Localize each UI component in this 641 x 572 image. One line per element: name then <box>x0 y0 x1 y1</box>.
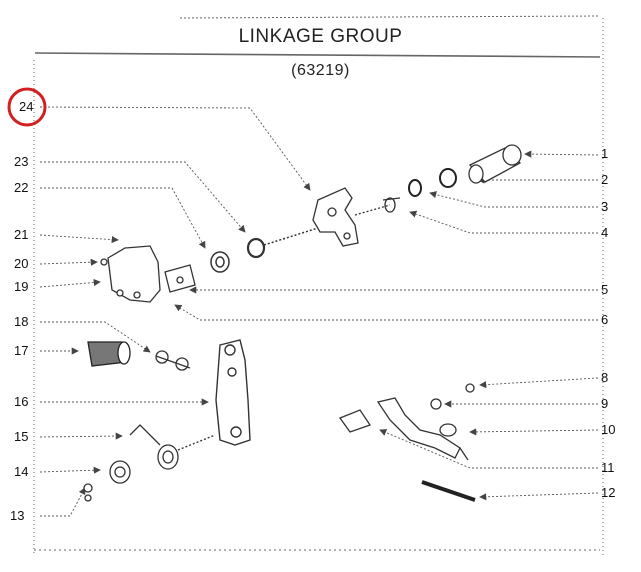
callout-6: 6 <box>601 312 609 327</box>
part-lever-bracket <box>312 187 391 247</box>
callout-9: 9 <box>601 396 609 411</box>
callout-24: 24 <box>19 99 34 114</box>
part-bushing <box>468 144 522 184</box>
page-title: LINKAGE GROUP <box>238 26 403 47</box>
part-linkage-assembly <box>338 383 475 461</box>
callout-3: 3 <box>601 199 609 214</box>
callout-14: 14 <box>14 464 29 479</box>
highlight-ring <box>7 87 47 127</box>
callout-2: 2 <box>601 172 609 187</box>
callout-17: 17 <box>14 343 29 358</box>
part-roller-nut <box>83 460 131 502</box>
callout-11: 11 <box>601 460 615 475</box>
part-washer-pair <box>210 227 319 273</box>
part-spring-roller <box>129 424 216 470</box>
callout-13: 13 <box>10 508 25 523</box>
part-washers <box>408 168 457 197</box>
part-bracket-plate <box>100 245 196 303</box>
callout-12: 12 <box>601 485 616 500</box>
part-pin <box>421 480 476 502</box>
callout-22: 22 <box>14 180 29 195</box>
callout-20: 20 <box>14 256 29 271</box>
callout-23: 23 <box>14 154 29 169</box>
callout-4: 4 <box>601 225 609 240</box>
frame-lines <box>33 15 604 555</box>
part-link <box>155 350 191 371</box>
part-cylinder <box>87 341 131 367</box>
callout-19: 19 <box>14 279 29 294</box>
callout-1: 1 <box>601 146 609 161</box>
callout-16: 16 <box>14 394 29 409</box>
callout-18: 18 <box>14 314 29 329</box>
leader-lines <box>39 106 599 517</box>
part-number: (63219) <box>291 62 350 79</box>
part-long-arm <box>215 339 251 446</box>
part-clip <box>382 197 401 213</box>
callout-8: 8 <box>601 370 609 385</box>
callout-21: 21 <box>14 227 29 242</box>
callout-10: 10 <box>601 422 616 437</box>
callout-15: 15 <box>14 429 29 444</box>
callout-5: 5 <box>601 282 609 297</box>
